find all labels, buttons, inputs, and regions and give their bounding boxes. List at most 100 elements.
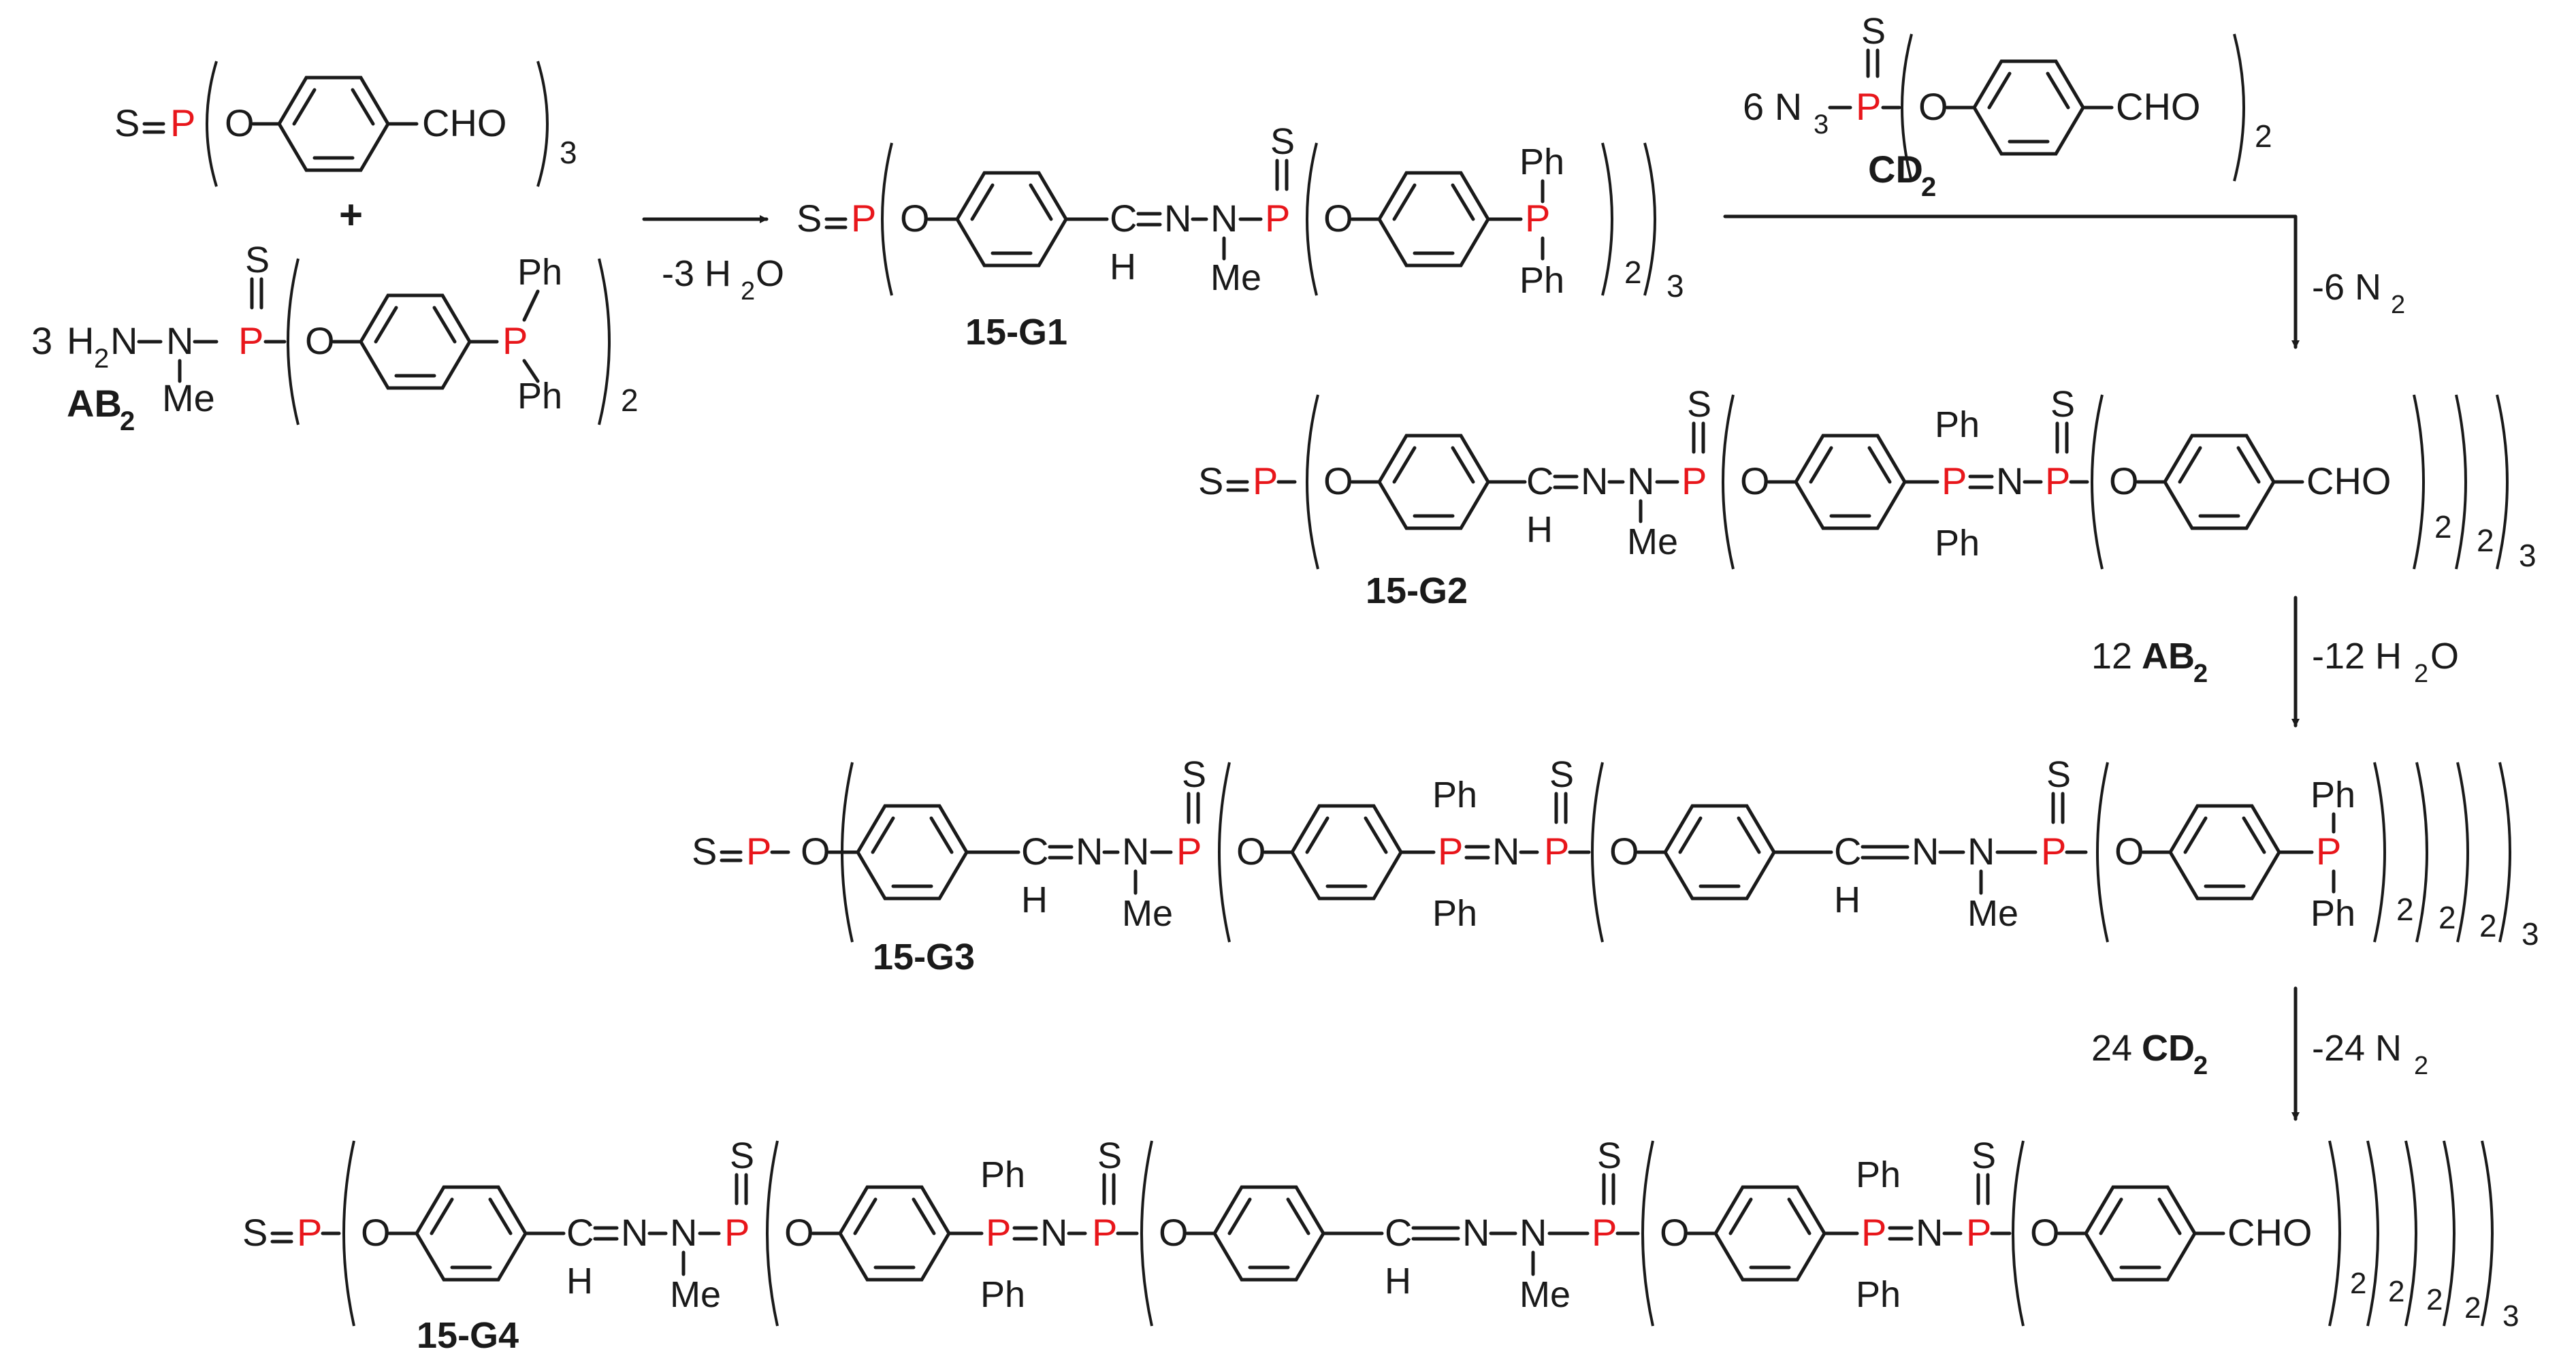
atom-label: P	[1861, 1211, 1886, 1254]
atom-label: P	[170, 101, 195, 144]
atom-label: C	[1021, 830, 1048, 873]
atom-label: Ph	[2311, 775, 2355, 815]
atom-label: P	[502, 319, 528, 362]
atom-label: O	[1323, 197, 1353, 240]
atom-label: O	[225, 101, 255, 144]
atom-label: O	[1159, 1211, 1189, 1254]
compound-label-cd2: CD	[1868, 148, 1923, 191]
atom-label: S	[1597, 1135, 1622, 1176]
atom-label: S	[730, 1135, 754, 1176]
atom-label: 12	[2091, 636, 2132, 677]
atom-label: Me	[162, 376, 215, 419]
atom-label: 2	[2438, 900, 2456, 935]
atom-label: 2	[2477, 523, 2494, 558]
compound-label-15-g2: 15-G2	[1366, 570, 1468, 611]
atom-label: -24 N	[2312, 1028, 2402, 1069]
atom-label: P	[297, 1211, 322, 1254]
compound-label-ab2: AB	[67, 382, 122, 425]
atom-label: P	[1525, 197, 1550, 240]
atom-label: N	[1492, 830, 1519, 873]
atom-label: N	[1996, 459, 2023, 502]
atom-label: 2	[120, 406, 135, 436]
atom-label: O	[1918, 85, 1948, 128]
atom-label: 2	[2434, 509, 2452, 545]
atom-label: Ph	[517, 252, 562, 293]
atom-label: CHO	[422, 101, 506, 144]
atom-label: S	[1097, 1135, 1122, 1176]
atom-label: 24	[2091, 1028, 2132, 1069]
atom-label: Ph	[1519, 142, 1564, 182]
atom-label: O	[756, 253, 784, 294]
atom-label: 3	[1667, 268, 1684, 304]
atom-label: 3	[560, 135, 577, 170]
atom-label: O	[2030, 1211, 2060, 1254]
atom-label: P	[1966, 1211, 1991, 1254]
compound-label-15-g1: 15-G1	[965, 312, 1067, 353]
atom-label: O	[2114, 830, 2144, 873]
atom-label: S	[242, 1211, 268, 1254]
atom-label: N	[1967, 830, 1995, 873]
atom-label: O	[1660, 1211, 1690, 1254]
atom-label: O	[305, 319, 335, 362]
atom-label: Me	[1210, 257, 1261, 298]
atom-label: 3	[1814, 110, 1829, 140]
atom-label: S	[1861, 11, 1886, 52]
atom-label: N	[1581, 459, 1608, 502]
atom-label: N	[1627, 459, 1654, 502]
atom-label: P	[1592, 1211, 1617, 1254]
reactant-thiophosphoryl-core: S P O CHO 3	[114, 61, 577, 187]
atom-label: Ph	[2311, 893, 2355, 934]
atom-label: N	[1164, 197, 1191, 240]
atom-label: 2	[2464, 1291, 2481, 1325]
atom-label: H	[1110, 246, 1136, 287]
atom-label: 3	[31, 319, 52, 362]
atom-label: P	[986, 1211, 1011, 1254]
atom-label: Me	[1122, 893, 1173, 934]
atom-label: N	[1912, 830, 1939, 873]
atom-label: AB	[2142, 636, 2195, 677]
product-15-g3: S P O C H N N Me S P O P Ph Ph N S	[692, 754, 2539, 977]
atom-label: S	[245, 240, 270, 280]
atom-label: Ph	[1856, 1154, 1901, 1195]
atom-label: S	[1687, 384, 1711, 425]
product-15-g2: S P O C H N N Me S P O P Ph Ph N S	[1198, 384, 2537, 611]
atom-label: P	[1265, 197, 1290, 240]
atom-label: S	[1549, 754, 1574, 795]
atom-label: N	[1210, 197, 1238, 240]
atom-label: O	[1609, 830, 1639, 873]
atom-label: Ph	[1935, 404, 1980, 445]
atom-label: S	[692, 830, 717, 873]
atom-label: 2	[1921, 172, 1936, 202]
atom-label: P	[1856, 85, 1881, 128]
atom-label: O	[2430, 636, 2459, 677]
reactant-ab2: 3 H 2 N N Me S P O P Ph Ph 2 AB 2	[31, 240, 639, 436]
atom-label: 2	[2350, 1267, 2366, 1300]
atom-label: O	[1323, 459, 1353, 502]
step2-arrow: -6 N 2	[1723, 214, 2405, 349]
atom-label: 2	[2426, 1283, 2443, 1316]
atom-label: -3 H	[662, 253, 731, 294]
atom-label: CD	[2142, 1028, 2195, 1069]
atom-label: -12 H	[2312, 636, 2402, 677]
atom-label: H	[1385, 1261, 1411, 1301]
atom-label: H	[1834, 879, 1861, 920]
atom-label: P	[238, 319, 263, 362]
atom-label: 2	[2391, 291, 2405, 319]
plus-sign: +	[339, 192, 363, 238]
atom-label: O	[2109, 459, 2139, 502]
product-15-g4: S P O C H N N Me S P O P Ph Ph N S	[242, 1135, 2519, 1356]
atom-label: O	[900, 197, 930, 240]
atom-label: H	[67, 319, 94, 362]
step3-arrow: 12 AB 2 -12 H 2 O	[2091, 596, 2459, 728]
atom-label: P	[2041, 830, 2066, 873]
atom-label: Me	[1519, 1274, 1571, 1315]
atom-label: P	[2045, 459, 2070, 502]
atom-label: C	[1385, 1211, 1412, 1254]
atom-label: N	[1462, 1211, 1490, 1254]
atom-label: 2	[2414, 660, 2428, 688]
atom-label: P	[1176, 830, 1202, 873]
atom-label: 2	[741, 277, 755, 306]
atom-label: N	[1916, 1211, 1943, 1254]
atom-label: Ph	[980, 1154, 1025, 1195]
atom-label: P	[1092, 1211, 1117, 1254]
